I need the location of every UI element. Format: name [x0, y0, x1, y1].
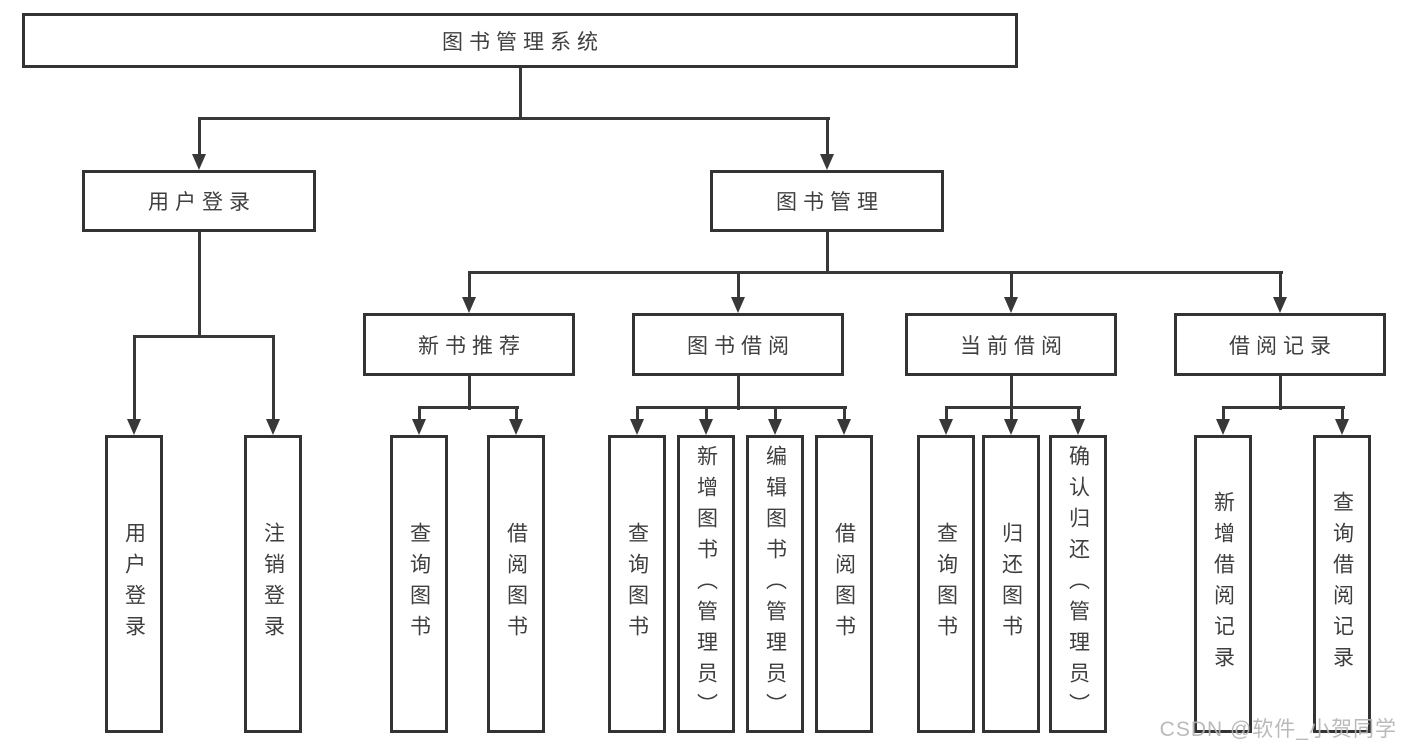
connector-drop-book-management — [826, 117, 829, 155]
leaf-label: 注销登录 — [261, 522, 285, 646]
connector-user-login-rail — [133, 335, 275, 338]
arrow-down-icon — [412, 419, 426, 435]
connector-current-borrow-rail — [945, 406, 1081, 409]
arrow-down-icon — [1273, 297, 1287, 313]
leaf-label: 借阅图书 — [504, 522, 528, 646]
node-leaf-query-books-1: 查询图书 — [390, 435, 448, 733]
arrow-down-icon — [1004, 297, 1018, 313]
node-current-borrow: 当前借阅 — [905, 313, 1117, 376]
arrow-down-icon — [462, 297, 476, 313]
leaf-label: 用户登录 — [122, 522, 146, 646]
arrow-down-icon — [939, 419, 953, 435]
connector-user-login-stem — [198, 232, 201, 338]
arrow-down-icon — [820, 154, 834, 170]
connector-root-rail — [198, 117, 830, 120]
leaf-label: 归还图书 — [999, 522, 1023, 646]
node-leaf-confirm-return-admin: 确认归还（管理员） — [1049, 435, 1107, 733]
arrow-down-icon — [630, 419, 644, 435]
node-borrow-records: 借阅记录 — [1174, 313, 1386, 376]
arrow-down-icon — [1335, 419, 1349, 435]
arrow-down-icon — [1071, 419, 1085, 435]
leaf-label: 新增图书（管理员） — [694, 444, 718, 724]
node-user-login: 用户登录 — [82, 170, 316, 232]
node-book-management: 图书管理 — [710, 170, 944, 232]
leaf-label: 确认归还（管理员） — [1066, 444, 1090, 724]
node-new-book-recommend: 新书推荐 — [363, 313, 575, 376]
arrow-down-icon — [1004, 419, 1018, 435]
connector-drop-leaf — [1077, 406, 1080, 420]
leaf-label: 查询图书 — [407, 522, 431, 646]
connector-drop-leaf — [418, 406, 421, 420]
connector-drop-leaf — [272, 335, 275, 420]
leaf-label: 编辑图书（管理员） — [763, 444, 787, 724]
arrow-down-icon — [1216, 419, 1230, 435]
node-leaf-borrow-books-1: 借阅图书 — [487, 435, 545, 733]
arrow-down-icon — [266, 419, 280, 435]
connector-drop-leaf — [843, 406, 846, 420]
node-leaf-add-borrow-record: 新增借阅记录 — [1194, 435, 1252, 733]
connector-book-borrow-rail — [636, 406, 847, 409]
connector-drop-leaf — [705, 406, 708, 420]
csdn-watermark: CSDN @软件_小贺同学 — [1159, 718, 1397, 741]
arrow-down-icon — [837, 419, 851, 435]
node-leaf-borrow-books-2: 借阅图书 — [815, 435, 873, 733]
arrow-down-icon — [509, 419, 523, 435]
connector-new-book-stem — [468, 376, 471, 410]
node-leaf-add-books-admin: 新增图书（管理员） — [677, 435, 735, 733]
connector-drop-leaf — [133, 335, 136, 420]
node-leaf-query-borrow-record: 查询借阅记录 — [1313, 435, 1371, 733]
connector-book-management-stem — [826, 232, 829, 274]
connector-drop-leaf — [1341, 406, 1344, 420]
node-leaf-user-login: 用户登录 — [105, 435, 163, 733]
connector-root-stem — [519, 68, 522, 119]
leaf-label: 查询图书 — [934, 522, 958, 646]
node-leaf-query-books-3: 查询图书 — [917, 435, 975, 733]
connector-borrow-records-stem — [1279, 376, 1282, 410]
node-leaf-logout: 注销登录 — [244, 435, 302, 733]
arrow-down-icon — [699, 419, 713, 435]
node-root-library-system: 图书管理系统 — [22, 13, 1018, 68]
connector-drop-leaf — [515, 406, 518, 420]
connector-borrow-records-rail — [1222, 406, 1345, 409]
arrow-down-icon — [127, 419, 141, 435]
connector-drop-user-login — [198, 117, 201, 155]
arrow-down-icon — [768, 419, 782, 435]
connector-drop-leaf — [774, 406, 777, 420]
connector-drop-leaf — [945, 406, 948, 420]
connector-current-borrow-stem — [1010, 376, 1013, 410]
leaf-label: 查询借阅记录 — [1330, 491, 1354, 677]
connector-drop-level3 — [1010, 271, 1013, 298]
connector-new-book-rail — [418, 406, 519, 409]
arrow-down-icon — [192, 154, 206, 170]
connector-drop-level3 — [737, 271, 740, 298]
node-book-borrow: 图书借阅 — [632, 313, 844, 376]
connector-drop-leaf — [1222, 406, 1225, 420]
leaf-label: 借阅图书 — [832, 522, 856, 646]
connector-drop-leaf — [636, 406, 639, 420]
connector-book-borrow-stem — [737, 376, 740, 410]
connector-drop-leaf — [1010, 406, 1013, 420]
connector-drop-level3 — [468, 271, 471, 298]
node-leaf-edit-books-admin: 编辑图书（管理员） — [746, 435, 804, 733]
connector-drop-level3 — [1279, 271, 1282, 298]
node-leaf-query-books-2: 查询图书 — [608, 435, 666, 733]
leaf-label: 新增借阅记录 — [1211, 491, 1235, 677]
arrow-down-icon — [731, 297, 745, 313]
leaf-label: 查询图书 — [625, 522, 649, 646]
connector-book-management-rail — [468, 271, 1283, 274]
node-leaf-return-books: 归还图书 — [982, 435, 1040, 733]
